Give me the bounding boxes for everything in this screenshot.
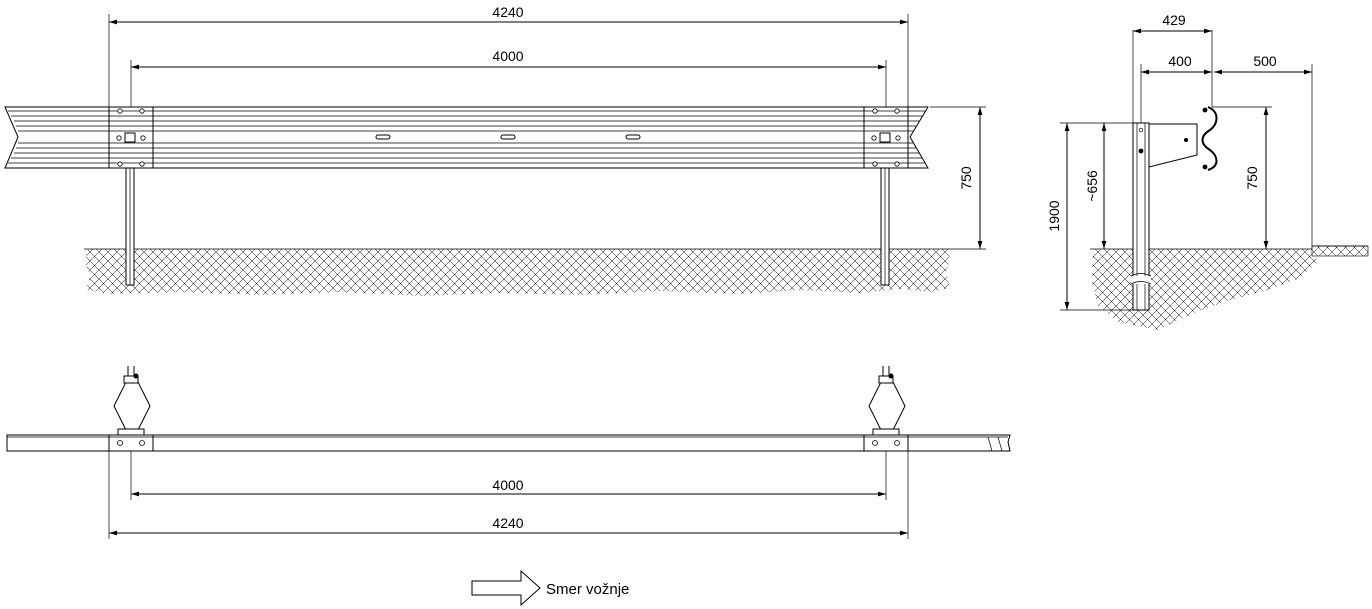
splice-bolts	[116, 108, 901, 167]
dim-elevation-overall: 4240	[492, 4, 523, 20]
cross-section-view: 429 400 500 1900 ~656 750	[1046, 12, 1369, 330]
dim-section-clearance: 500	[1253, 53, 1277, 69]
section-spacer	[1148, 123, 1198, 168]
dim-section-embed-depth: ~656	[1084, 170, 1100, 202]
dim-plan-overall: 4240	[492, 515, 523, 531]
section-w-beam	[1201, 106, 1218, 171]
dim-section-post-length: 1900	[1046, 200, 1062, 231]
dim-section-rail-offset: 400	[1168, 53, 1192, 69]
dim-elevation-post-spacing: 4000	[492, 48, 523, 64]
direction-label: Smer vožnje	[546, 581, 629, 598]
plan-view: 4000 4240	[6, 366, 1011, 539]
direction-arrow-icon	[471, 569, 541, 607]
plan-post-right	[868, 366, 906, 436]
dim-section-height: 750	[1244, 166, 1260, 190]
plan-post-left	[113, 366, 151, 436]
plan-rail	[6, 434, 1011, 452]
dim-elevation-height: 750	[958, 166, 974, 190]
dim-plan-post-spacing: 4000	[492, 477, 523, 493]
elevation-ground	[85, 249, 950, 296]
dim-section-total-offset: 429	[1162, 12, 1186, 28]
section-ground	[1092, 249, 1318, 330]
elevation-view: 4240 4000 750	[4, 4, 986, 296]
section-pavement	[1311, 245, 1369, 257]
driving-direction: Smer vožnje	[471, 569, 629, 607]
